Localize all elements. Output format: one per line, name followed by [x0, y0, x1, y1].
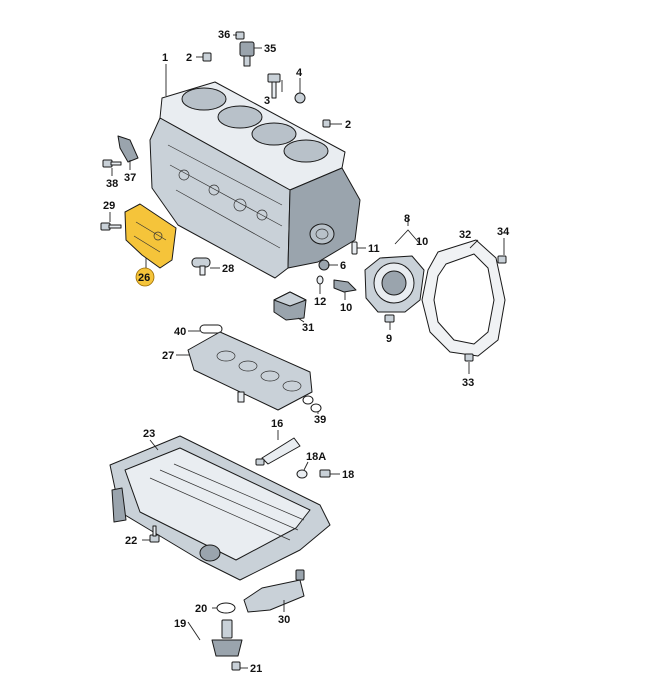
- oil-pan-23: [109, 435, 331, 581]
- engine-block: [149, 81, 361, 279]
- callout-22: 22: [125, 535, 137, 547]
- bolt-2-right: [322, 119, 331, 128]
- cylinder-bore-2: [217, 105, 263, 129]
- callout-10-lower: 10: [340, 302, 352, 314]
- washer-18a: [296, 469, 308, 479]
- callout-34: 34: [497, 226, 510, 238]
- callout-31: 31: [302, 322, 314, 334]
- drain-plug-19: [211, 619, 243, 657]
- callout-labels: 1 2 2 3 4 35 36 37 38 29 26 28 11 6 12 1…: [103, 29, 510, 675]
- bolt-3: [267, 73, 281, 99]
- seal-flange-8: [364, 255, 425, 313]
- callout-37: 37: [124, 172, 136, 184]
- gasket-32: [421, 239, 506, 357]
- callout-4: 4: [296, 67, 303, 79]
- dowel-12: [316, 275, 324, 285]
- callout-19: 19: [174, 618, 186, 630]
- plug-4: [294, 92, 306, 104]
- bedplate-27: [187, 331, 313, 411]
- callout-40: 40: [174, 326, 186, 338]
- bolt-2-top: [202, 52, 212, 62]
- callout-11: 11: [368, 243, 380, 255]
- bolt-38: [102, 159, 122, 168]
- bolt-34: [497, 255, 507, 264]
- o-rings-39: [302, 395, 322, 413]
- o-ring-40: [199, 324, 223, 334]
- cylinder-bore-4: [283, 139, 329, 163]
- bolt-22: [149, 525, 160, 543]
- callout-23: 23: [143, 428, 155, 440]
- sensor-10: [333, 279, 357, 293]
- bolt-36: [235, 31, 245, 40]
- callout-1: 1: [162, 52, 168, 64]
- bolt-11: [351, 241, 358, 255]
- bolt-29: [100, 222, 122, 231]
- callout-28: 28: [222, 263, 234, 275]
- callout-3: 3: [264, 95, 270, 107]
- callout-33: 33: [462, 377, 474, 389]
- sensor-30: [243, 569, 305, 613]
- callout-29: 29: [103, 200, 115, 212]
- sensor-37: [117, 135, 139, 163]
- highlighted-part-26[interactable]: [124, 203, 177, 269]
- callout-35: 35: [264, 43, 276, 55]
- leader-lines: [109, 34, 505, 669]
- sealant-tube-16: [255, 437, 301, 466]
- bolt-21: [231, 661, 241, 671]
- callout-26-badge[interactable]: [135, 267, 155, 287]
- bolt-18: [319, 469, 331, 478]
- callout-30: 30: [278, 614, 290, 626]
- callout-2-top: 2: [186, 52, 192, 64]
- callout-9: 9: [386, 333, 392, 345]
- breather-28: [191, 257, 211, 276]
- bolt-9: [384, 314, 395, 323]
- callout-39: 39: [314, 414, 326, 426]
- callout-32: 32: [459, 229, 471, 241]
- callout-18a: 18A: [306, 451, 326, 463]
- callout-2-right: 2: [345, 119, 351, 131]
- callout-21: 21: [250, 663, 262, 675]
- sensor-35: [239, 41, 255, 67]
- callout-8: 8: [404, 213, 410, 225]
- callout-27: 27: [162, 350, 174, 362]
- callout-20: 20: [195, 603, 207, 615]
- baffle-31: [273, 291, 307, 321]
- cylinder-bore-1: [181, 87, 227, 111]
- cylinder-bore-3: [251, 122, 297, 146]
- seal-ring-20: [216, 602, 236, 614]
- plug-6: [318, 259, 330, 271]
- callout-36: 36: [218, 29, 230, 41]
- callout-16: 16: [271, 418, 283, 430]
- bolt-33: [464, 353, 474, 362]
- callout-10-upper: 10: [416, 236, 428, 248]
- callout-18: 18: [342, 469, 354, 481]
- callout-38: 38: [106, 178, 118, 190]
- callout-26[interactable]: 26: [138, 272, 150, 284]
- callout-6: 6: [340, 260, 346, 272]
- callout-12: 12: [314, 296, 326, 308]
